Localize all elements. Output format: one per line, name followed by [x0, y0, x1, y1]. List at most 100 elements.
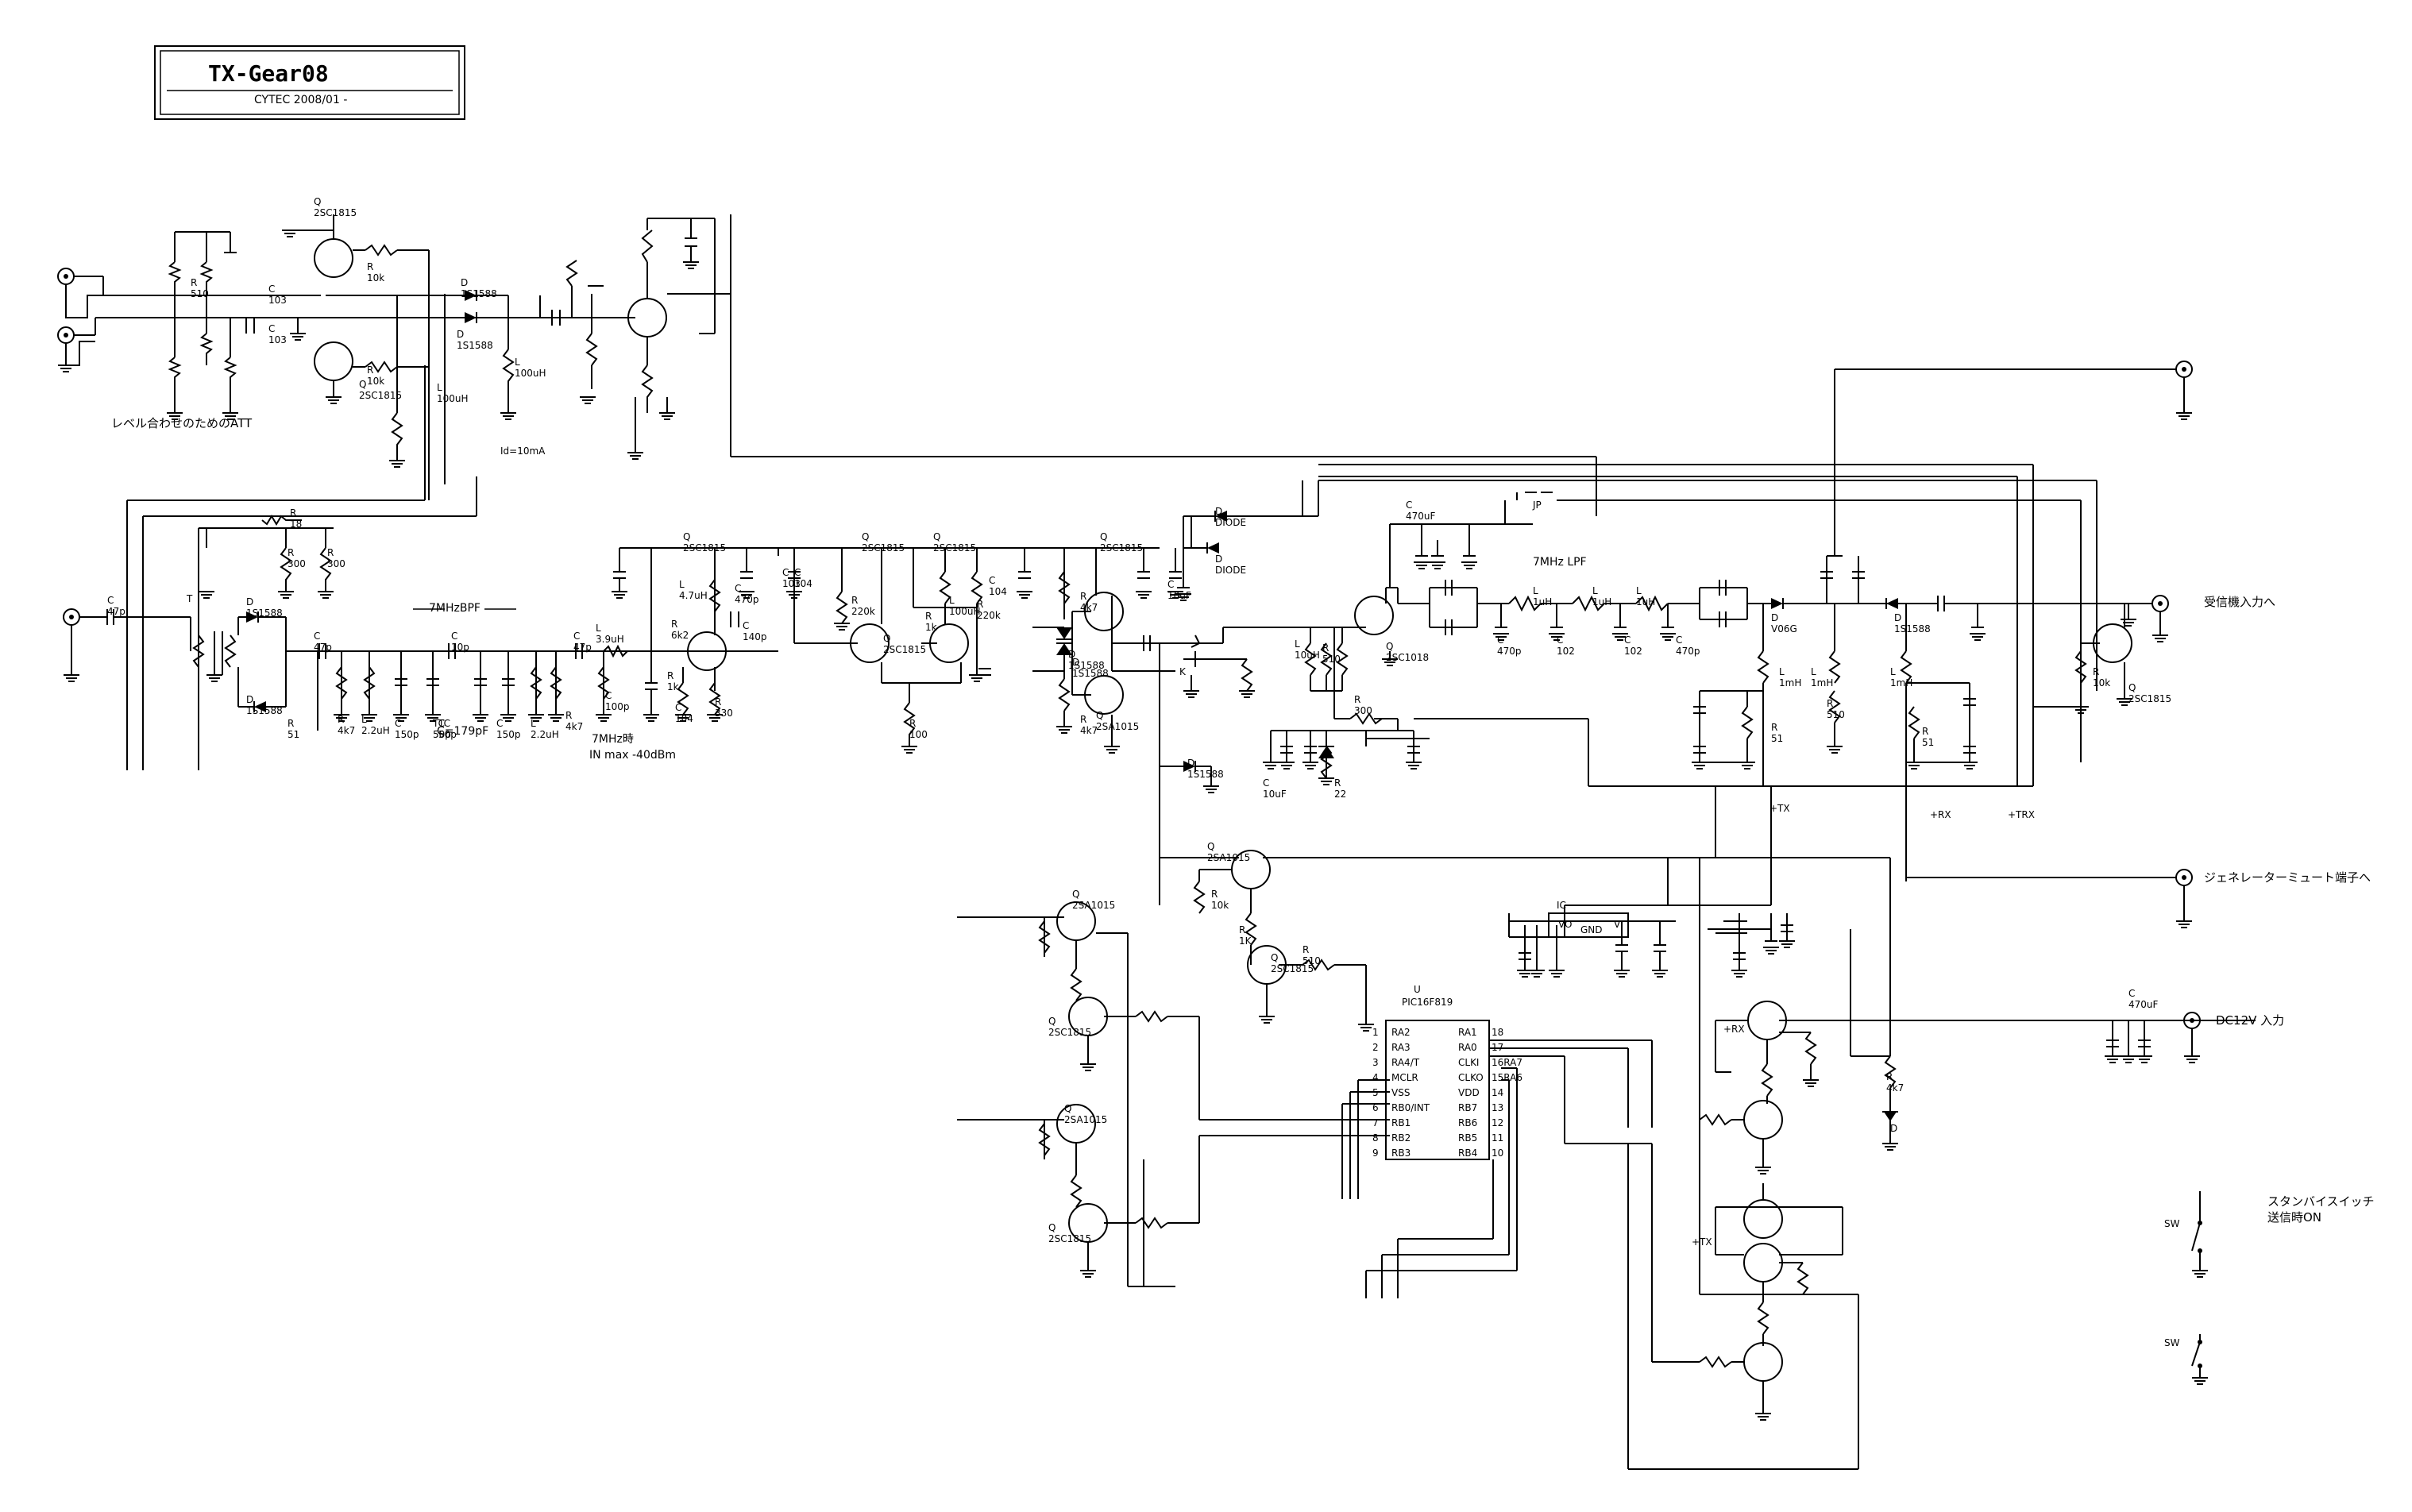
reg-gnd: GND: [1580, 924, 1603, 935]
component-value: 47p: [107, 606, 125, 617]
component-value: 2SC1018: [1386, 652, 1429, 663]
regulator-body: [1548, 912, 1629, 938]
ground-symbols: [58, 230, 2208, 1421]
component-value: 10k: [2093, 677, 2110, 688]
component-ref: L: [1779, 666, 1785, 677]
component-ref: C: [573, 631, 580, 642]
component-value: 2SC1815: [2128, 693, 2171, 704]
pic-right-num: 13: [1492, 1102, 1503, 1113]
component-ref: Q: [1207, 841, 1214, 852]
annotations: レベル合わせのためのATT Id=10mA 7MHzBPF C=179pF 7M…: [111, 416, 1587, 762]
component-ref: L: [679, 579, 685, 590]
component-ref: C: [1263, 777, 1269, 789]
component-ref: R: [1354, 694, 1360, 705]
reg-ref: IC: [1557, 900, 1566, 911]
component-ref: C: [989, 575, 995, 586]
component-ref: R: [715, 696, 721, 708]
component-ref: Q: [1064, 1103, 1071, 1114]
component-value: 220k: [851, 606, 875, 617]
power-switching: [1159, 786, 1793, 1025]
component-value: 300: [1354, 705, 1372, 716]
reg-vi: VI: [1614, 919, 1623, 930]
component-ref: D: [246, 596, 253, 608]
standby-switches: [2191, 1191, 2202, 1378]
component-ref: C: [1406, 499, 1412, 511]
mixer-section: [126, 214, 1597, 770]
component-ref: TC: [432, 718, 445, 729]
in-note-1: 7MHz時: [592, 733, 634, 746]
pic-name: PIC16F819: [1402, 997, 1453, 1008]
component-ref: C: [1167, 579, 1174, 590]
component-ref: L: [1890, 666, 1896, 677]
pic-ref: U: [1414, 984, 1421, 995]
component-ref: R: [338, 714, 344, 725]
component-value: 2SC1815: [1100, 542, 1143, 554]
pic-right-pin: RA1: [1458, 1027, 1477, 1038]
component-value: 1S1588: [1072, 668, 1109, 679]
upper-rails: [198, 368, 2176, 787]
component-value: 470uF: [2128, 999, 2159, 1010]
component-ref: R: [667, 670, 673, 681]
component-ref: Q: [2128, 682, 2136, 693]
pic-right-num: 11: [1492, 1132, 1503, 1144]
att-network: [168, 231, 237, 414]
component-value: 300: [327, 558, 345, 569]
rail-labels: +TX +RX +TRX +RX +TX: [1692, 803, 2035, 1248]
component-value: 102: [1624, 646, 1642, 657]
pic-right-num: 10: [1492, 1148, 1503, 1159]
connector-labels: 受信機入力へ ジェネレーターミュート端子へ DC12V 入力 スタンバイスイッチ…: [2204, 595, 2375, 1225]
component-value: 104: [989, 586, 1007, 597]
pic-left-pin: RB3: [1391, 1148, 1411, 1159]
title-block: TX-Gear08 CYTEC 2008/01 -: [154, 45, 465, 120]
component-ref: Q: [1271, 952, 1278, 963]
component-value: 2SC1815: [1048, 1027, 1091, 1038]
component-ref: R: [1302, 944, 1309, 955]
component-ref: C: [268, 284, 275, 295]
component-value: 510: [1827, 709, 1845, 720]
component-ref: C: [107, 595, 114, 606]
component-value: 4k7: [1080, 725, 1098, 736]
component-value: 4k7: [1080, 602, 1098, 613]
lpf-label: 7MHz LPF: [1533, 556, 1587, 569]
component-ref: D: [1068, 649, 1075, 660]
rf-chain: [63, 547, 1366, 746]
component-value: 1uH: [1636, 596, 1655, 608]
component-ref: L: [1811, 666, 1816, 677]
pic-left-num: 6: [1372, 1102, 1379, 1113]
component-value: 4.7uH: [679, 590, 708, 601]
component-value: 510: [1302, 955, 1321, 966]
component-value: 1uH: [1592, 596, 1611, 608]
component-value: 100: [909, 729, 928, 740]
component-value: 2SC1815: [314, 207, 357, 218]
component-value: 510: [1322, 654, 1341, 665]
pic-right-pin: RB7: [1458, 1102, 1477, 1113]
component-value: 100uH: [437, 393, 469, 404]
component-value: 10k: [367, 272, 384, 284]
component-value: 1K: [1239, 935, 1252, 947]
title-text: TX-Gear08: [208, 60, 329, 87]
component-ref: L: [1295, 638, 1300, 650]
component-ref: Q: [1048, 1222, 1055, 1233]
component-value: 50p: [438, 729, 457, 740]
component-value: 10uH: [1295, 650, 1320, 661]
pic-ic: U PIC16F819 RA21RA32RA4/T3MCLR4VSS5RB0/I…: [1372, 984, 1522, 1160]
component-ref: L: [531, 718, 536, 729]
component-ref: R: [1211, 889, 1218, 900]
component-value: 1k: [925, 622, 937, 633]
component-value: 4k7: [565, 721, 583, 732]
component-value: 1S1588: [1894, 623, 1931, 634]
component-value: 2.2uH: [361, 725, 390, 736]
pic-right-num: 16RA7: [1492, 1057, 1522, 1068]
component-value: 2SA1015: [1072, 900, 1115, 911]
component-ref: R: [1886, 1071, 1893, 1082]
component-value: 22: [1334, 789, 1346, 800]
pic-left-num: 2: [1372, 1042, 1379, 1053]
component-ref: C: [2128, 988, 2135, 999]
component-value: 47p: [573, 642, 592, 653]
component-value: 51: [1771, 733, 1783, 744]
component-ref: R: [290, 507, 296, 519]
component-value: 1S1588: [457, 340, 493, 351]
component-ref: L: [596, 623, 601, 634]
component-value: 18: [290, 519, 302, 530]
pic-right-pin: RA0: [1458, 1042, 1477, 1053]
